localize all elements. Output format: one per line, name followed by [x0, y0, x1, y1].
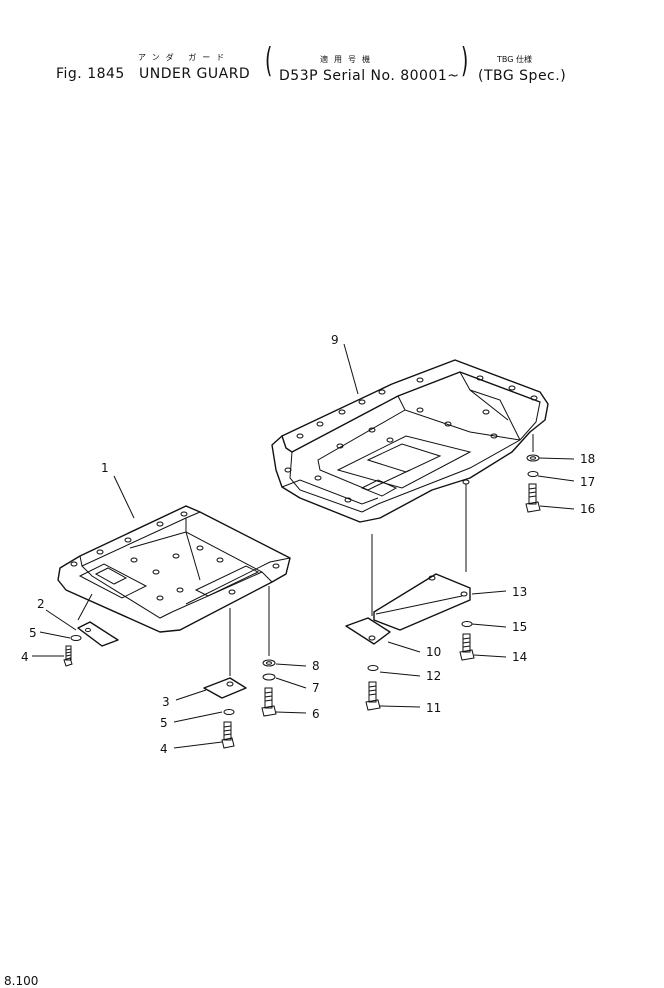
- bolt-part-6: [261, 687, 277, 717]
- spec-japanese: TBG 仕様: [497, 55, 532, 64]
- under-guard-main-part-9: [271, 359, 549, 523]
- callout-4-left: 4: [21, 650, 29, 664]
- washer-part-12: [367, 665, 379, 671]
- plate-part-10: [345, 617, 391, 645]
- callout-18: 18: [580, 452, 595, 466]
- figure-label: Fig. 1845: [56, 66, 125, 82]
- bolt-part-14: [459, 633, 475, 661]
- washer-part-8: [262, 659, 276, 667]
- bolt-part-16: [525, 483, 541, 513]
- serial-text: D53P Serial No. 80001~: [279, 68, 460, 84]
- callout-15: 15: [512, 620, 527, 634]
- callout-7: 7: [312, 681, 320, 695]
- washer-part-7: [262, 673, 276, 681]
- plate-part-3: [203, 677, 247, 699]
- bolt-part-4-left: [63, 645, 73, 667]
- right-paren: ): [460, 41, 469, 81]
- washer-part-5-left: [70, 635, 82, 641]
- spec-text: (TBG Spec.): [478, 68, 567, 84]
- title-japanese: アンダ ガード: [138, 53, 231, 62]
- callout-17: 17: [580, 475, 595, 489]
- washer-part-18: [526, 454, 540, 462]
- washer-part-5-lower: [223, 709, 235, 715]
- callout-5-lower: 5: [160, 716, 168, 730]
- plate-part-2: [77, 621, 119, 647]
- callout-12: 12: [426, 669, 441, 683]
- assembly-guide-lines: [77, 434, 534, 676]
- washer-part-17: [527, 471, 539, 477]
- callout-4-lower: 4: [160, 742, 168, 756]
- bolt-part-11: [365, 681, 381, 711]
- callout-3: 3: [162, 695, 170, 709]
- callout-1: 1: [101, 461, 109, 475]
- callout-13: 13: [512, 585, 527, 599]
- callout-11: 11: [426, 701, 441, 715]
- washer-part-15: [461, 621, 473, 627]
- plate-part-13: [373, 573, 471, 631]
- callout-8: 8: [312, 659, 320, 673]
- serial-japanese: 適用号機: [320, 55, 376, 64]
- page-title: UNDER GUARD: [139, 66, 251, 82]
- callout-5-left: 5: [29, 626, 37, 640]
- bolt-part-4-lower: [221, 721, 235, 749]
- callout-2: 2: [37, 597, 45, 611]
- callout-14: 14: [512, 650, 527, 664]
- callout-6: 6: [312, 707, 320, 721]
- callout-10: 10: [426, 645, 441, 659]
- under-guard-front-part-1: [57, 505, 291, 633]
- left-paren: (: [264, 41, 273, 81]
- leader-lines: [32, 343, 575, 749]
- callout-9: 9: [331, 333, 339, 347]
- callout-labels: 1 2 3 4 5 6 7 8 9 10 11 12 13 14 15 16 1…: [21, 333, 595, 756]
- callout-16: 16: [580, 502, 595, 516]
- page-code: 8.100: [4, 974, 39, 988]
